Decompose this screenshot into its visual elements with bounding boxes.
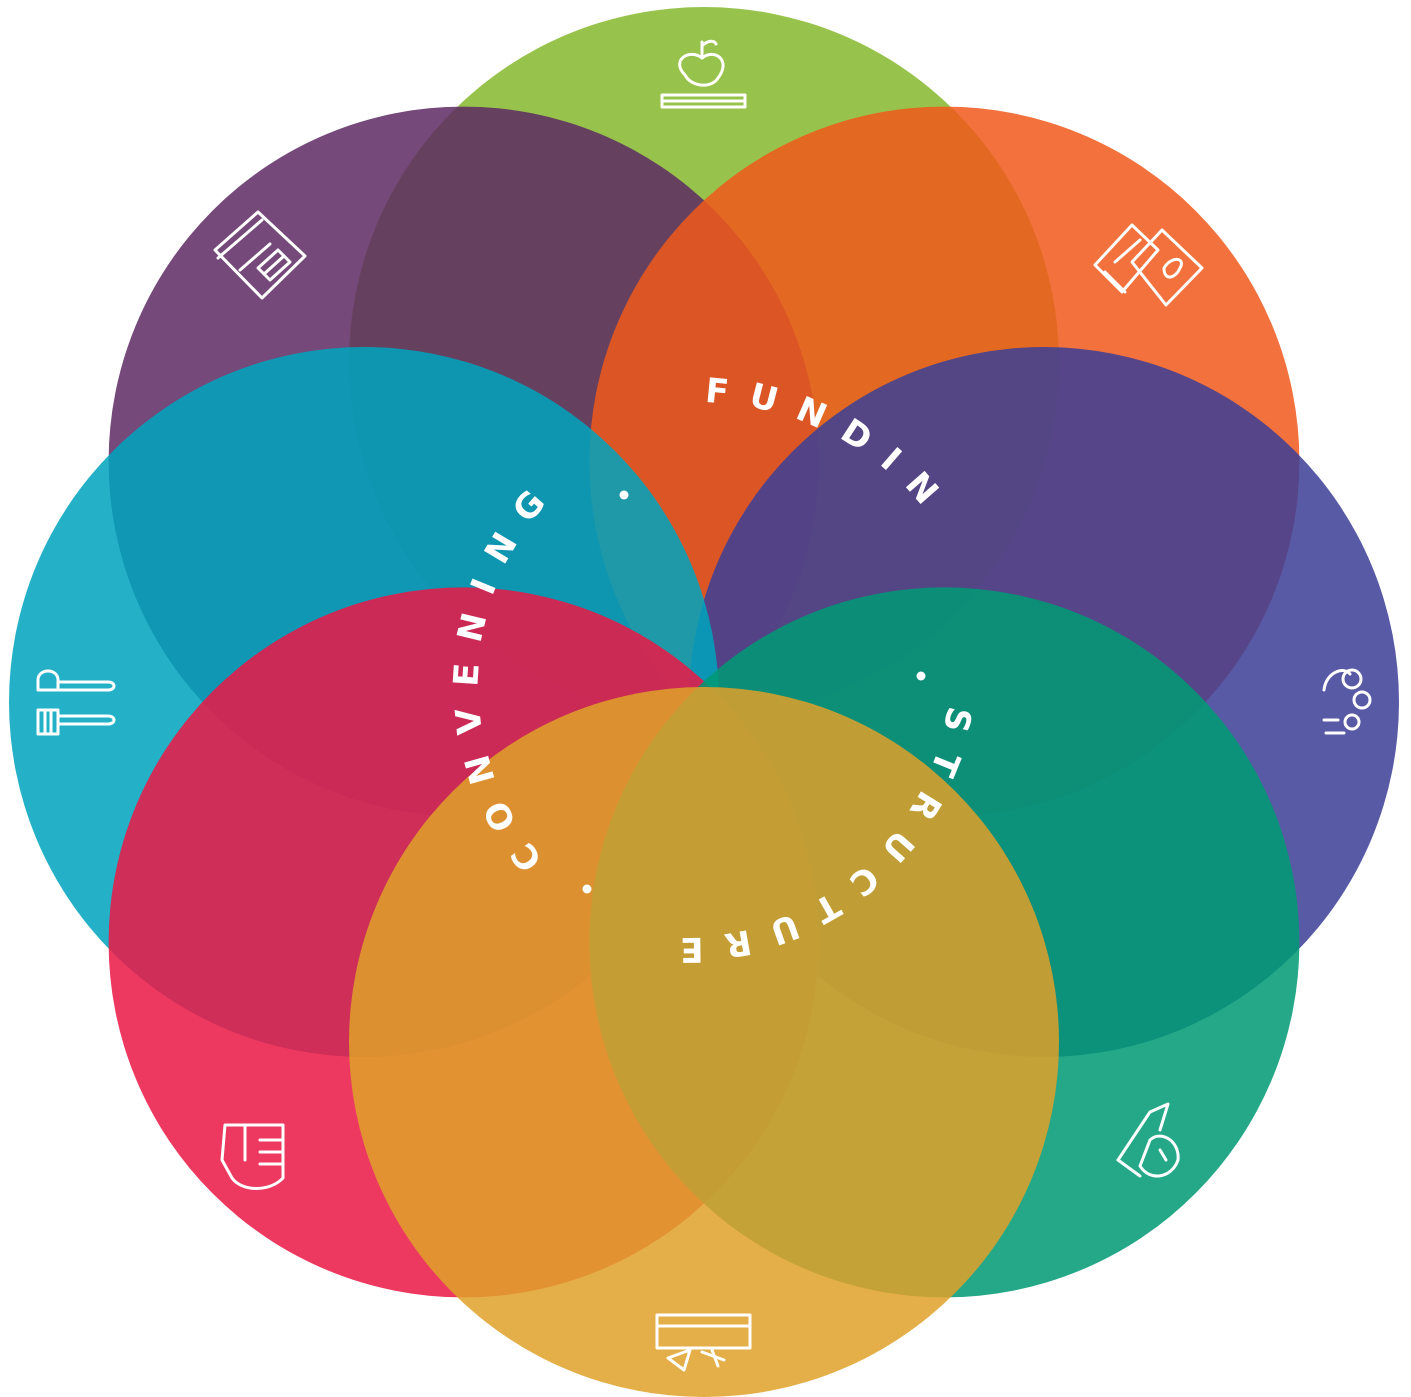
- raised-fist-icon: [220, 1123, 285, 1190]
- separator-dot: [582, 884, 592, 894]
- harvest-crate-icon: [655, 1313, 752, 1372]
- petal-circle-bottom: [349, 687, 1059, 1397]
- separator-dot: [619, 490, 629, 500]
- petal-circles: [9, 7, 1399, 1397]
- community-people-icon: [1322, 668, 1372, 735]
- storefront-icon: [213, 210, 307, 300]
- separator-dot: [916, 671, 926, 681]
- garden-tools-icon: [36, 669, 116, 736]
- hand-money-bag-icon: [1116, 1102, 1180, 1178]
- apple-on-book-icon: [660, 39, 747, 109]
- seed-packets-icon: [1093, 223, 1204, 307]
